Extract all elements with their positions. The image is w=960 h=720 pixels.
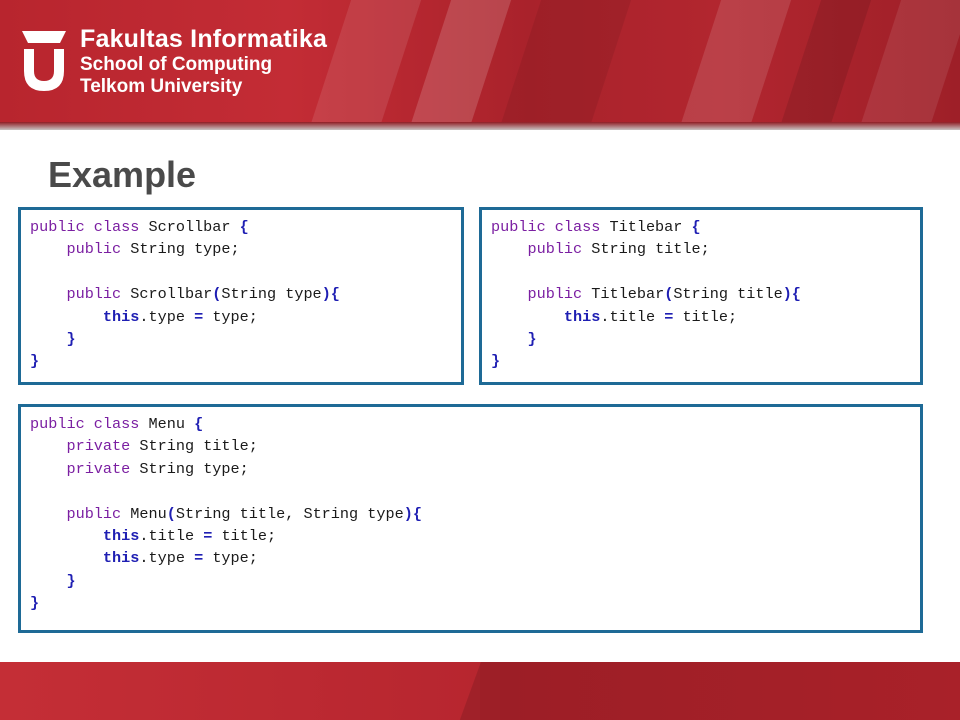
brand-university-name: Telkom University <box>80 76 243 97</box>
banner-divider <box>0 122 960 130</box>
code-keyword: this <box>102 549 140 568</box>
banner-stripe <box>402 0 518 122</box>
code-punct: { <box>239 218 249 236</box>
code-keyword: this <box>102 527 140 546</box>
code-text: String type; <box>130 459 249 478</box>
code-text: .type <box>139 549 195 568</box>
code-keyword: public class <box>30 218 140 236</box>
code-text: String title; <box>582 240 710 259</box>
code-text: Scrollbar <box>139 218 240 236</box>
code-text: type; <box>203 549 258 568</box>
code-punct: = <box>194 307 204 326</box>
code-text: title; <box>673 307 738 326</box>
code-keyword: public <box>527 240 583 259</box>
code-punct: ( <box>166 504 176 523</box>
brand-text: Fakultas Informatika School of Computing… <box>80 24 327 98</box>
code-text: String title, String type <box>175 504 404 523</box>
code-box-scrollbar: public class Scrollbar { public String t… <box>18 207 464 385</box>
footer-banner <box>0 662 960 720</box>
code-punct: } <box>491 352 501 371</box>
code-punct: } <box>30 594 40 613</box>
footer-band <box>0 662 480 720</box>
code-scrollbar: public class Scrollbar { public String t… <box>30 216 340 373</box>
code-text: String type; <box>121 240 240 259</box>
slide-title: Example <box>48 154 197 195</box>
banner-stripe <box>672 0 798 122</box>
banner-stripe <box>492 0 638 122</box>
code-keyword: public <box>66 240 122 259</box>
code-text: .title <box>139 527 204 546</box>
code-keyword: public <box>66 504 122 523</box>
code-keyword: public class <box>491 218 601 236</box>
code-text: .type <box>139 307 195 326</box>
code-text: .title <box>600 307 665 326</box>
code-text: Scrollbar <box>121 285 213 304</box>
code-punct: ){ <box>403 504 422 523</box>
code-keyword: private <box>66 459 131 478</box>
banner-stripe <box>772 0 878 122</box>
code-menu: public class Menu { private String title… <box>30 413 422 615</box>
code-keyword: this <box>563 307 601 326</box>
code-punct: = <box>664 307 674 326</box>
header-banner: Fakultas Informatika School of Computing… <box>0 0 960 122</box>
code-keyword: public <box>527 285 583 304</box>
code-keyword: public class <box>30 415 140 433</box>
code-box-titlebar: public class Titlebar { public String ti… <box>479 207 923 385</box>
code-text: String type <box>221 285 322 304</box>
code-punct: { <box>194 415 204 433</box>
code-punct: } <box>66 571 76 590</box>
code-punct: } <box>66 330 76 349</box>
code-punct: ( <box>212 285 222 304</box>
code-text: Titlebar <box>600 218 692 236</box>
code-punct: ){ <box>782 285 801 304</box>
code-titlebar: public class Titlebar { public String ti… <box>491 216 801 373</box>
code-text: String title <box>673 285 783 304</box>
footer-band <box>500 662 960 720</box>
university-logo-icon <box>22 31 66 91</box>
code-punct: = <box>203 527 213 546</box>
code-text: String title; <box>130 437 258 456</box>
code-text: Titlebar <box>582 285 665 304</box>
code-punct: = <box>194 549 204 568</box>
banner-stripe <box>852 0 960 122</box>
code-punct: } <box>527 330 537 349</box>
code-keyword: public <box>66 285 122 304</box>
code-punct: ( <box>664 285 674 304</box>
code-punct: { <box>691 218 701 236</box>
brand-faculty-name: Fakultas Informatika <box>80 25 328 53</box>
code-keyword: private <box>66 437 131 456</box>
code-punct: } <box>30 352 40 371</box>
code-text: Menu <box>121 504 167 523</box>
code-text: title; <box>212 527 277 546</box>
code-box-menu: public class Menu { private String title… <box>18 404 923 633</box>
code-text: Menu <box>139 415 195 433</box>
code-text: type; <box>203 307 258 326</box>
code-keyword: this <box>102 307 140 326</box>
code-punct: ){ <box>321 285 340 304</box>
brand-school-name: School of Computing <box>80 54 273 75</box>
